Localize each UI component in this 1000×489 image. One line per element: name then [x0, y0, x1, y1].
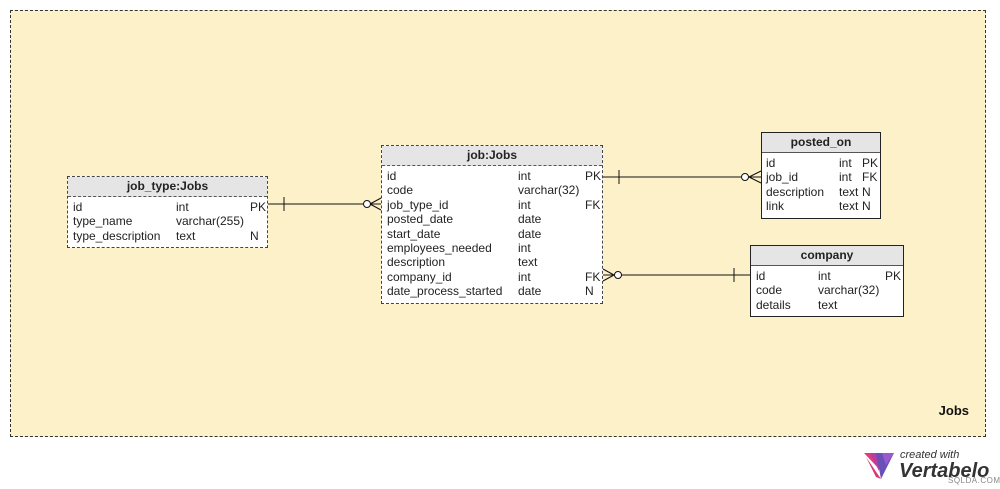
column-type: text	[176, 228, 196, 243]
table-title: job:Jobs	[382, 146, 602, 166]
table-row: employees_needed int	[382, 241, 602, 255]
table-job-type[interactable]: job_type:Jobs id int PK type_name varcha…	[67, 176, 268, 249]
column-flag: N	[585, 284, 594, 299]
table-title: posted_on	[762, 133, 880, 153]
column-type: int	[518, 269, 531, 284]
column-type: int	[518, 197, 531, 212]
logo-caption: created with	[900, 449, 960, 461]
column-flag: PK	[885, 269, 902, 283]
column-type: text	[518, 255, 538, 270]
column-type: int	[176, 200, 189, 214]
column-flag: FK	[585, 197, 601, 212]
column-name: code	[387, 183, 414, 198]
column-name: details	[756, 297, 791, 312]
table-row: job_type_id int FK	[382, 198, 602, 212]
column-type: text	[839, 184, 859, 199]
column-type: int	[818, 269, 831, 283]
table-row: details text	[751, 298, 903, 312]
column-type: text	[818, 297, 838, 312]
column-type: date	[518, 226, 542, 241]
table-posted-on[interactable]: posted_on id int PK job_id int FK descri…	[761, 132, 881, 219]
table-title: job_type:Jobs	[68, 177, 267, 197]
table-row: posted_date date	[382, 212, 602, 226]
column-name: description	[766, 184, 825, 199]
column-flag: PK	[585, 169, 602, 183]
table-row: description text	[382, 255, 602, 269]
column-type: date	[518, 284, 542, 299]
column-name: code	[756, 283, 783, 298]
table-row: description text N	[762, 185, 880, 199]
table-row: date_process_started date N	[382, 284, 602, 298]
relationship-job-type-job[interactable]	[268, 197, 382, 211]
vertabelo-mark-icon	[864, 453, 894, 479]
table-row: type_name varchar(255)	[68, 214, 267, 228]
column-name: type_name	[73, 214, 133, 229]
subject-area-label: Jobs	[938, 403, 969, 418]
column-name: id	[387, 169, 397, 183]
column-type: varchar(32)	[518, 183, 580, 198]
column-flag: N	[250, 228, 259, 243]
column-type: text	[839, 199, 859, 214]
column-flag: FK	[585, 269, 601, 284]
column-name: date_process_started	[387, 284, 503, 299]
table-row: id int PK	[68, 200, 267, 214]
column-name: job_type_id	[387, 197, 449, 212]
column-type: date	[518, 212, 542, 227]
table-row: company_id int FK	[382, 270, 602, 284]
table-row: type_description text N	[68, 229, 267, 243]
column-name: company_id	[387, 269, 452, 284]
column-name: posted_date	[387, 212, 454, 227]
table-row: id int PK	[762, 156, 880, 170]
column-type: int	[839, 156, 852, 170]
column-flag: N	[862, 199, 871, 214]
column-type: int	[518, 240, 531, 255]
column-name: start_date	[387, 226, 441, 241]
column-name: id	[766, 156, 776, 170]
table-title: company	[751, 246, 903, 266]
table-row: id int PK	[751, 269, 903, 283]
table-job[interactable]: job:Jobs id int PK code varchar(32) job_…	[381, 145, 603, 304]
column-name: employees_needed	[387, 240, 492, 255]
table-row: link text N	[762, 199, 880, 213]
table-company[interactable]: company id int PK code varchar(32) detai…	[750, 245, 904, 318]
watermark: SQLDA.COM	[948, 476, 1000, 485]
column-name: id	[73, 200, 83, 214]
column-type: int	[518, 169, 531, 183]
column-name: job_id	[766, 170, 799, 185]
column-name: id	[756, 269, 766, 283]
column-type: int	[839, 170, 852, 185]
vertabelo-logo[interactable]: created with Vertabelo SQLDA.COM	[862, 447, 1000, 485]
table-row: code varchar(32)	[382, 183, 602, 197]
column-flag: PK	[862, 156, 879, 170]
table-row: id int PK	[382, 169, 602, 183]
table-row: code varchar(32)	[751, 283, 903, 297]
relationship-job-company[interactable]	[602, 268, 750, 282]
column-flag: N	[862, 184, 871, 199]
column-type: varchar(32)	[818, 283, 880, 298]
logo-brand: Vertabelo	[899, 460, 990, 482]
column-type: varchar(255)	[176, 214, 245, 229]
column-name: type_description	[73, 228, 161, 243]
column-name: description	[387, 255, 446, 270]
table-row: job_id int FK	[762, 170, 880, 184]
column-flag: PK	[250, 200, 267, 214]
relationship-job-posted-on[interactable]	[603, 170, 762, 184]
column-flag: FK	[862, 170, 878, 185]
column-name: link	[766, 199, 785, 214]
table-row: start_date date	[382, 227, 602, 241]
